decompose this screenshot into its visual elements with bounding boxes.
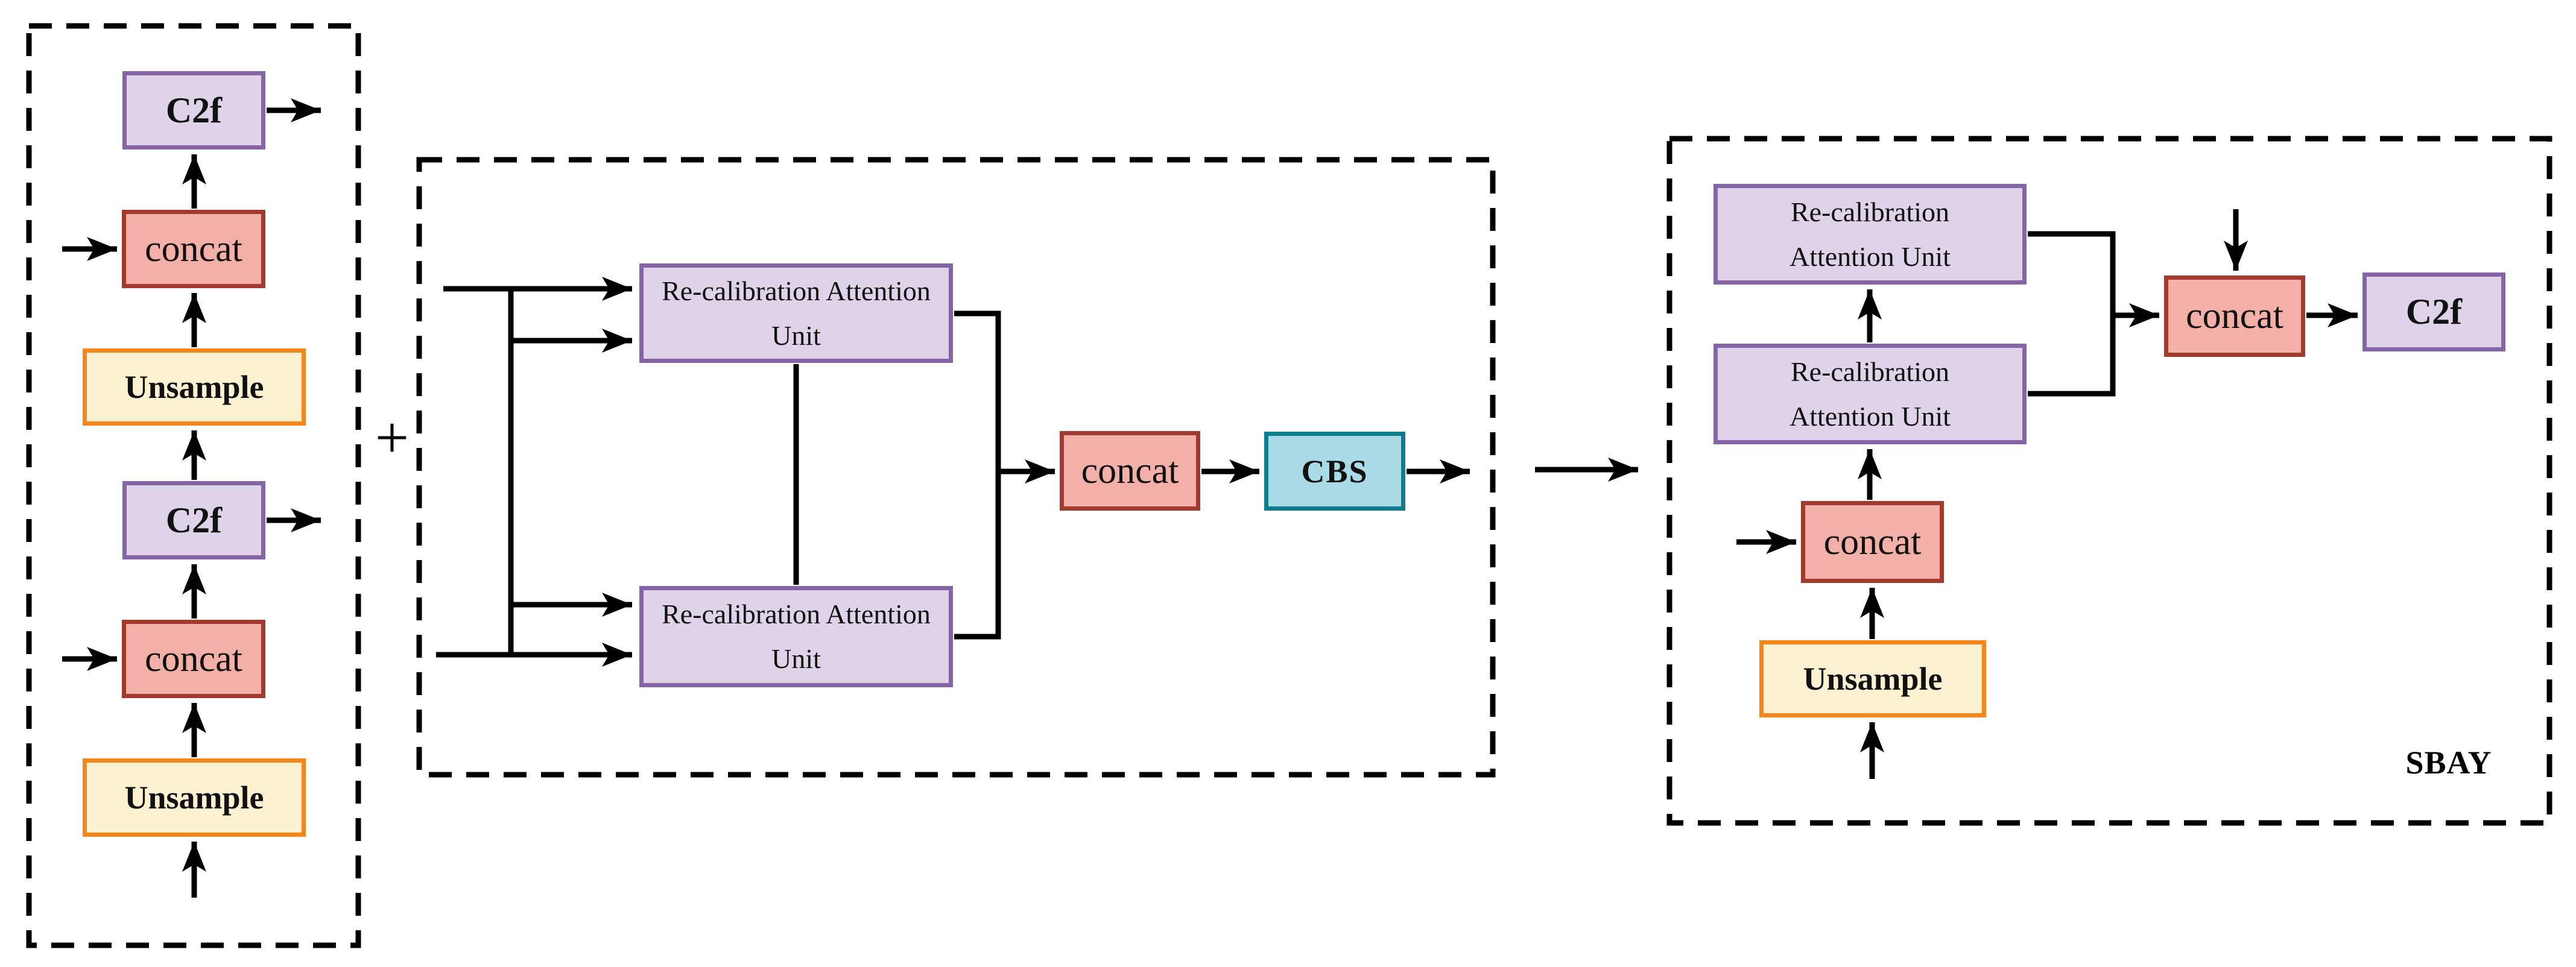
- box-rau-right-upper: Re-calibration Attention Unit: [1714, 184, 2027, 285]
- box-unsample-2-left: Unsample: [83, 758, 306, 837]
- rau-right-collector-line: [2028, 231, 2116, 397]
- box-rau-middle-top: Re-calibration Attention Unit: [639, 263, 953, 363]
- box-concat-1-left: concat: [122, 210, 265, 288]
- sbay-dashed-box: [1666, 136, 2552, 826]
- box-label: Unsample: [124, 780, 264, 816]
- box-label: C2f: [165, 500, 223, 540]
- box-concat-right-upper: concat: [2164, 276, 2305, 357]
- box-rau-middle-bottom: Re-calibration Attention Unit: [639, 586, 953, 687]
- box-unsample-1-left: Unsample: [83, 348, 306, 426]
- box-label: Re-calibration Attention Unit: [1789, 356, 1951, 432]
- box-label: C2f: [165, 90, 223, 130]
- box-cbs: CBS: [1264, 432, 1405, 511]
- plus-sign: +: [375, 403, 410, 471]
- box-label: Re-calibration Attention Unit: [662, 599, 931, 674]
- box-c2f-right: C2f: [2362, 272, 2505, 351]
- left-dashed-box: [26, 23, 361, 948]
- box-label: C2f: [2405, 292, 2463, 332]
- box-c2f-top-left: C2f: [122, 71, 265, 150]
- box-label: Unsample: [1803, 661, 1943, 697]
- box-label: concat: [1823, 521, 1922, 562]
- box-label: Unsample: [124, 369, 264, 405]
- box-label: Re-calibration Attention Unit: [662, 275, 931, 351]
- box-concat-right-lower: concat: [1801, 501, 1944, 583]
- box-label: concat: [145, 638, 242, 679]
- box-label: concat: [1081, 450, 1179, 491]
- box-concat-2-left: concat: [122, 620, 265, 698]
- middle-dashed-box: [416, 157, 1496, 778]
- box-label: concat: [145, 228, 242, 269]
- rau-outputs-collector-line: [954, 310, 1001, 640]
- sbay-tag: SBAY: [2405, 745, 2492, 781]
- box-label: Re-calibration Attention Unit: [1789, 196, 1951, 272]
- box-rau-right-lower: Re-calibration Attention Unit: [1714, 344, 2027, 444]
- box-concat-middle: concat: [1060, 431, 1200, 511]
- box-label: concat: [2186, 295, 2283, 336]
- box-label: CBS: [1301, 453, 1369, 490]
- box-c2f-bottom-left: C2f: [122, 481, 265, 559]
- box-unsample-right: Unsample: [1759, 640, 1986, 717]
